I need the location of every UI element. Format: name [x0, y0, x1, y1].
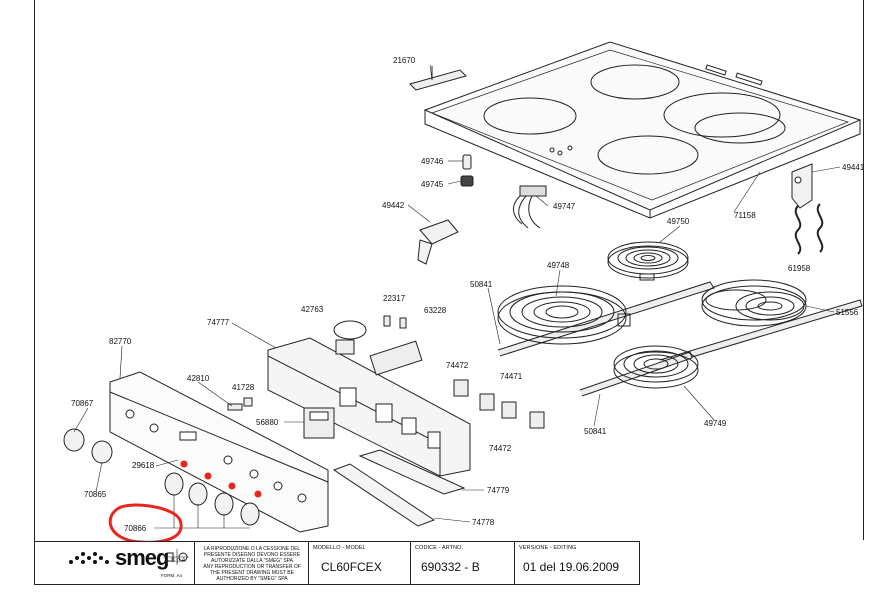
code-cell: CODICE - ARTNO. 690332 - B [411, 542, 515, 584]
part-label: 42810 [187, 374, 210, 383]
radiant-element-small [607, 241, 689, 281]
model-value: CL60FCEX [321, 560, 382, 574]
frame-border-left [34, 0, 35, 585]
part-label: 41728 [232, 383, 255, 392]
control-panel [109, 371, 329, 533]
part-label: 74777 [207, 318, 230, 327]
part-label: 71158 [734, 211, 756, 220]
part-label: 82770 [109, 337, 132, 346]
brand-suffix: S.p.A [171, 558, 186, 564]
code-header: CODICE - ARTNO. [415, 545, 464, 551]
projection-symbol-icon [163, 549, 189, 565]
part-label: 49442 [382, 201, 405, 210]
part-label: 70867 [71, 399, 94, 408]
radiant-element-dual [659, 279, 863, 367]
part-label: 49749 [704, 419, 727, 428]
control-knobs [63, 428, 260, 526]
part-label: 29618 [132, 461, 155, 470]
part-label: 74471 [500, 372, 523, 381]
side-bracket [791, 163, 813, 209]
timer-display [303, 407, 335, 439]
model-header: MODELLO - MODEL [313, 545, 366, 551]
part-label: 74779 [487, 486, 510, 495]
version-cell: VERSIONE - EDITING 01 del 19.06.2009 [515, 542, 639, 584]
part-label: 21670 [393, 56, 416, 65]
part-label: 63228 [424, 306, 447, 315]
part-label: 49748 [547, 261, 570, 270]
part-label: 74472 [489, 444, 512, 453]
part-label: 70865 [84, 490, 107, 499]
notice-cell: LA RIPRODUZIONE O LA CESSIONE DEL PRESEN… [195, 542, 309, 584]
frame-border-right [863, 0, 864, 540]
part-label: 74778 [472, 518, 495, 527]
title-block: smeg S.p.A FORM. A4 LA RIPRODUZIONE O LA… [34, 541, 640, 585]
inner-frame [267, 337, 471, 477]
glass-cooktop [423, 41, 862, 219]
rotary-switches [453, 379, 545, 429]
mount-bracket [417, 219, 459, 265]
logo-cell: smeg S.p.A [35, 542, 195, 584]
notice-english: ANY REPRODUCTION OR TRANSFER OF THE PRES… [203, 564, 301, 582]
part-label-highlighted: 70866 [124, 524, 147, 533]
red-marker-dot [204, 472, 212, 480]
part-label: 50841 [584, 427, 607, 436]
part-label: 74472 [446, 361, 469, 370]
radiant-element-large [497, 281, 715, 357]
part-label: 42763 [301, 305, 324, 314]
version-value: 01 del 19.06.2009 [523, 560, 620, 574]
part-label: 61958 [788, 264, 811, 273]
smeg-logo-dots-icon [69, 552, 109, 564]
part-label: 22317 [383, 294, 406, 303]
part-labels: 21670 49746 49745 49442 49747 71158 4944… [71, 56, 865, 533]
brand-logo: smeg [115, 545, 169, 570]
red-marker-dot [180, 460, 188, 468]
version-header: VERSIONE - EDITING [519, 545, 577, 551]
leader-lines [73, 64, 841, 529]
red-annotation [108, 460, 262, 544]
spring-clips [794, 203, 824, 255]
part-label: 49745 [421, 180, 444, 189]
code-value: 690332 - B [421, 560, 480, 574]
part-label: 49747 [553, 202, 576, 211]
notice-italian: LA RIPRODUZIONE O LA CESSIONE DEL PRESEN… [203, 546, 301, 564]
projection-cell: FORM. A4 [157, 542, 195, 584]
thermostat-part [513, 185, 547, 229]
radiant-element-medium [579, 345, 699, 397]
part-label: 50841 [470, 280, 493, 289]
switch-block [333, 315, 423, 376]
red-marker-dot [254, 490, 262, 498]
part-label: 49441 [842, 163, 865, 172]
red-circle-highlight [108, 503, 183, 544]
red-marker-dot [228, 482, 236, 490]
lamp-parts [227, 397, 253, 411]
part-label: 51556 [836, 308, 859, 317]
format-label: FORM. A4 [161, 573, 183, 578]
bracket-part [409, 66, 467, 91]
part-label: 49746 [421, 157, 444, 166]
part-label: 56880 [256, 418, 279, 427]
model-cell: MODELLO - MODEL CL60FCEX [309, 542, 411, 584]
trim-pieces [332, 449, 466, 527]
part-label: 49750 [667, 217, 690, 226]
connector-parts [460, 154, 474, 187]
